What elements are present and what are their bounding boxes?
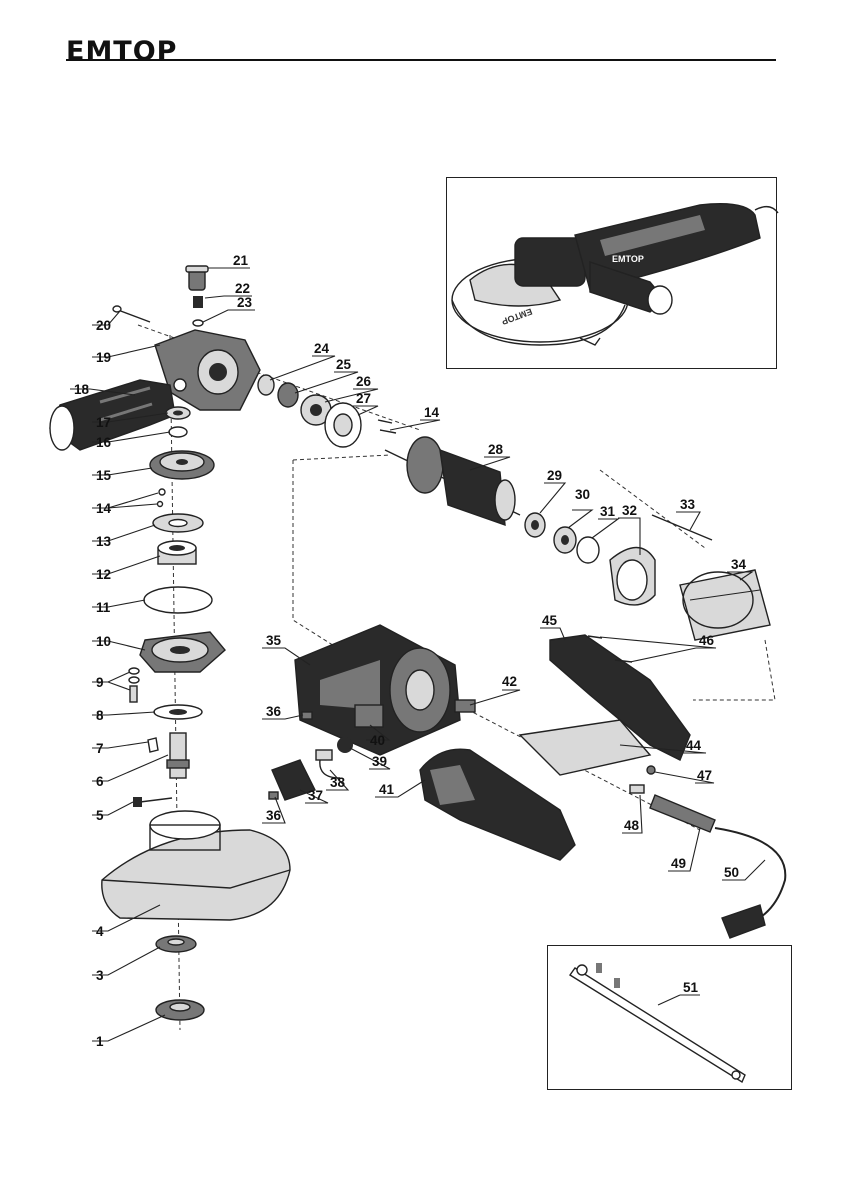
part-1-lock-nut bbox=[156, 1000, 204, 1020]
label-3: 3 bbox=[96, 968, 104, 983]
label-29: 29 bbox=[547, 468, 562, 483]
label-8: 8 bbox=[96, 708, 104, 723]
part-13-plate bbox=[153, 514, 203, 532]
label-51: 51 bbox=[683, 980, 699, 995]
label-14-right: 14 bbox=[424, 405, 440, 420]
label-36-upper: 36 bbox=[266, 704, 282, 719]
part-11-o-ring bbox=[144, 587, 212, 613]
part-3-inner-flange bbox=[156, 936, 196, 952]
label-46: 46 bbox=[699, 633, 715, 648]
label-39: 39 bbox=[372, 754, 387, 769]
label-17: 17 bbox=[96, 415, 111, 430]
label-21: 21 bbox=[233, 253, 249, 268]
part-6-spindle bbox=[167, 733, 189, 778]
label-42: 42 bbox=[502, 674, 517, 689]
part-32-baffle bbox=[610, 548, 655, 605]
part-9-screws bbox=[129, 668, 139, 702]
label-48: 48 bbox=[624, 818, 640, 833]
label-4: 4 bbox=[96, 924, 104, 939]
part-38-capacitor bbox=[316, 750, 340, 778]
label-7: 7 bbox=[96, 741, 104, 756]
part-34-stator bbox=[680, 570, 770, 640]
part-14-screws-left bbox=[158, 489, 166, 507]
label-15: 15 bbox=[96, 468, 112, 483]
part-12-bearing bbox=[158, 541, 196, 564]
part-8-washer bbox=[154, 705, 202, 719]
part-25-pinion-gear bbox=[278, 383, 298, 407]
part-4-wheel-guard bbox=[102, 811, 290, 920]
label-16: 16 bbox=[96, 435, 112, 450]
label-26: 26 bbox=[356, 374, 372, 389]
part-30-bearing bbox=[554, 527, 576, 553]
label-37: 37 bbox=[308, 788, 323, 803]
part-20-screw bbox=[113, 306, 150, 322]
part-15-bevel-gear bbox=[150, 451, 214, 479]
part-24-bearing bbox=[258, 375, 274, 395]
label-41: 41 bbox=[379, 782, 395, 797]
label-45: 45 bbox=[542, 613, 558, 628]
label-10: 10 bbox=[96, 634, 111, 649]
part-49-cord-sleeve bbox=[650, 795, 715, 832]
label-33: 33 bbox=[680, 497, 696, 512]
label-22: 22 bbox=[235, 281, 250, 296]
part-31-ring bbox=[577, 537, 599, 563]
label-6: 6 bbox=[96, 774, 104, 789]
part-7-key bbox=[148, 738, 158, 752]
label-12: 12 bbox=[96, 567, 111, 582]
label-32: 32 bbox=[622, 503, 637, 518]
label-49: 49 bbox=[671, 856, 686, 871]
label-36-lower: 36 bbox=[266, 808, 282, 823]
label-18: 18 bbox=[74, 382, 90, 397]
label-50: 50 bbox=[724, 865, 739, 880]
inset-disc-logo: EMTOP bbox=[500, 306, 533, 326]
part-36-screw-upper bbox=[302, 712, 312, 719]
part-40-brush-holder bbox=[355, 705, 383, 727]
part-29-bearing bbox=[525, 513, 545, 537]
assembled-grinder-illustration: EMTOP EMTOP bbox=[452, 204, 778, 345]
part-42-carbon-brush bbox=[455, 700, 475, 712]
part-23-washer bbox=[193, 320, 203, 326]
part-10-flange-cover bbox=[140, 632, 225, 672]
part-5-screw bbox=[133, 797, 172, 807]
label-5: 5 bbox=[96, 808, 104, 823]
part-50-power-cord bbox=[715, 828, 785, 938]
wrench-illustration: 51 bbox=[570, 963, 745, 1082]
label-47: 47 bbox=[697, 768, 712, 783]
part-22-spring bbox=[193, 296, 203, 308]
label-13: 13 bbox=[96, 534, 112, 549]
part-48-cable-clamp bbox=[630, 785, 644, 793]
part-14-screws-right bbox=[378, 420, 396, 433]
label-23: 23 bbox=[237, 295, 253, 310]
label-34: 34 bbox=[731, 557, 747, 572]
label-11: 11 bbox=[96, 600, 111, 615]
part-47-screw bbox=[647, 766, 655, 774]
label-44: 44 bbox=[686, 738, 702, 753]
part-33-screw bbox=[652, 515, 712, 540]
part-16-ring bbox=[169, 427, 187, 437]
label-31: 31 bbox=[600, 504, 616, 519]
label-40: 40 bbox=[370, 733, 385, 748]
label-19: 19 bbox=[96, 350, 111, 365]
label-25: 25 bbox=[336, 357, 352, 372]
label-1: 1 bbox=[96, 1034, 104, 1049]
part-27-bearing-plate bbox=[325, 403, 361, 447]
part-21-shaft-lock-button bbox=[186, 266, 208, 290]
label-27: 27 bbox=[356, 391, 371, 406]
label-14-left: 14 bbox=[96, 501, 112, 516]
label-30: 30 bbox=[575, 487, 590, 502]
label-38: 38 bbox=[330, 775, 346, 790]
part-17-bearing bbox=[166, 407, 190, 419]
inset-tool-logo: EMTOP bbox=[612, 254, 644, 264]
label-28: 28 bbox=[488, 442, 504, 457]
label-9: 9 bbox=[96, 675, 104, 690]
label-24: 24 bbox=[314, 341, 330, 356]
part-39-switch bbox=[337, 737, 353, 753]
part-36-screw-lower bbox=[269, 792, 278, 799]
label-20: 20 bbox=[96, 318, 111, 333]
label-35: 35 bbox=[266, 633, 282, 648]
